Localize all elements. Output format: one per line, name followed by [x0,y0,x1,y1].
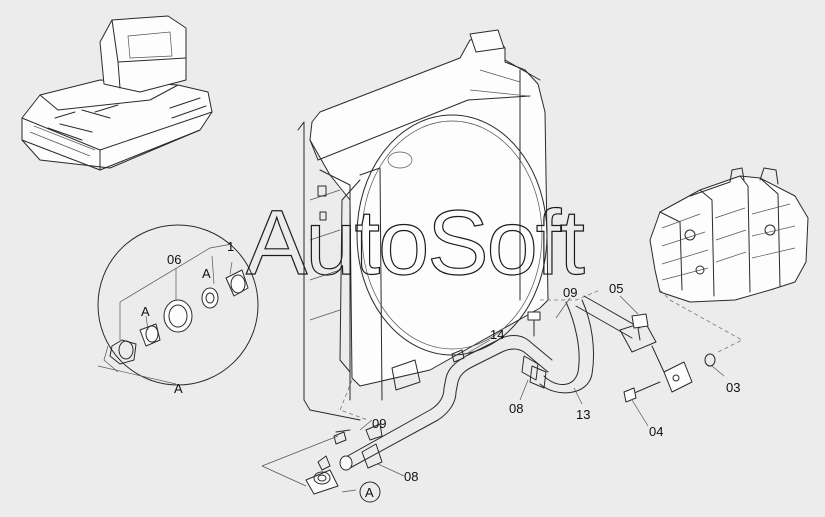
label-14: 14 [490,327,504,342]
callout-06: 06 [167,252,181,267]
label-13: 13 [576,407,590,422]
o-ring-03 [704,353,716,367]
label-09-low: 09 [372,416,386,431]
excavator-key-view [21,15,213,171]
hose-13 [539,295,657,394]
label-08-low: 08 [404,469,418,484]
callout-flange-a-right: A [202,266,211,281]
callout-detail-letter: A [174,381,183,396]
bolt-09-top [527,311,541,337]
radiator-assembly [297,29,601,421]
label-05: 05 [609,281,623,296]
flange-block [651,345,693,393]
bolt-14 [451,349,465,363]
detail-view-a [97,224,259,386]
detail-marker-letter: A [365,485,374,500]
watermark-text: AutoSoft [246,192,584,294]
callout-01: 1 [227,239,234,254]
pipe-bracket-lower [333,423,383,469]
control-valve [649,167,809,353]
label-08-mid: 08 [509,401,523,416]
callout-flange-a-left: A [141,304,150,319]
bolt-04 [623,381,661,403]
detail-marker-a [359,481,381,503]
leader-lines [261,295,725,493]
label-03: 03 [726,380,740,395]
label-09-top: 09 [563,285,577,300]
pipe-assembly [339,335,553,471]
clamp-lower [305,455,339,495]
plug-05 [631,313,649,341]
label-04: 04 [649,424,663,439]
